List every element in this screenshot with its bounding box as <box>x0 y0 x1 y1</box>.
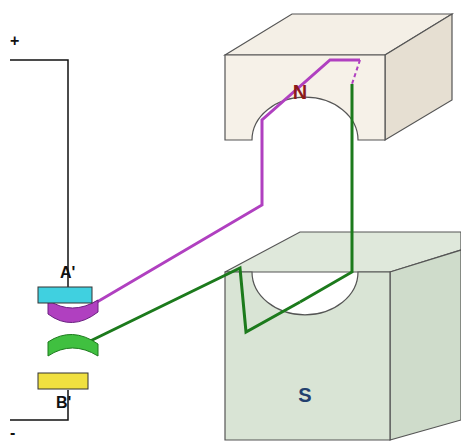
brush <box>38 287 92 303</box>
magnet-pole: N <box>287 77 314 108</box>
commutator-segment <box>48 334 98 356</box>
armature-wire-c <box>80 268 300 346</box>
north-pole-side <box>385 14 452 140</box>
brush-label: B' <box>56 394 71 412</box>
polarity-sign: + <box>10 32 19 50</box>
polarity-sign: - <box>10 424 15 442</box>
magnet-pole: S <box>292 380 318 411</box>
pole-letter: S <box>298 384 311 407</box>
armature-wire-b <box>300 84 352 302</box>
armature-wire-hidden <box>352 60 360 84</box>
pole-letter: N <box>293 81 307 104</box>
brush-label: A' <box>60 264 75 282</box>
supply-wire <box>10 60 68 288</box>
armature-wire-a <box>80 60 360 312</box>
north-pole-front <box>225 55 385 140</box>
brush <box>38 373 88 389</box>
south-pole-side <box>390 250 461 440</box>
